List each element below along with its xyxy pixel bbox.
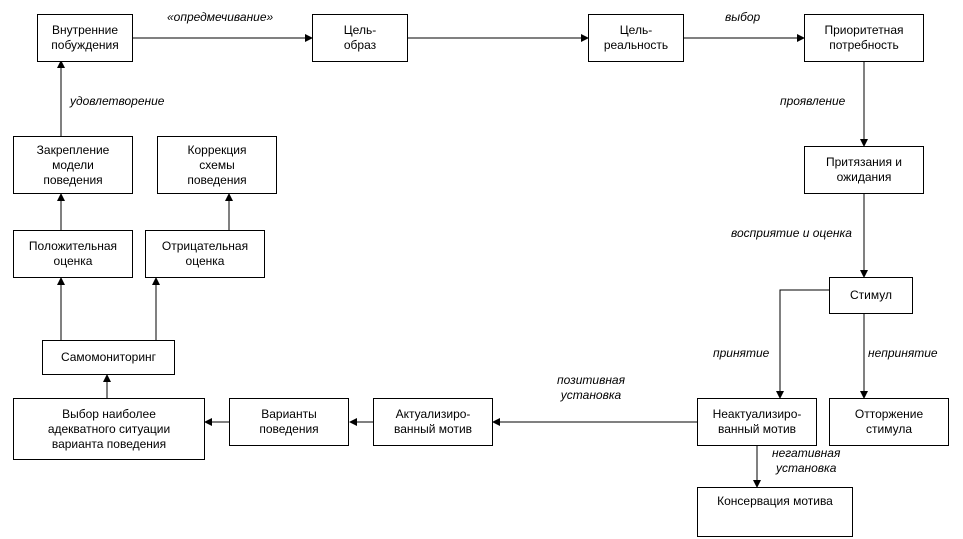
label-proyavlenie: проявление [780, 94, 845, 109]
label-neprinyatie-line: непринятие [868, 346, 938, 360]
box-zakreplenie-modeli-povedeniya-line: модели [52, 157, 94, 172]
box-samomonitoring-line: Самомониторинг [60, 350, 157, 364]
box-aktualizirovanny-motiv-line: Актуализиро- [395, 407, 471, 421]
box-tsel-realnost-line: реальность [603, 38, 669, 52]
box-tsel-realnost-line: Цель- [619, 23, 653, 37]
box-zakreplenie-modeli-povedeniya-line: поведения [43, 172, 103, 187]
box-vybor-naibolee-adekvatnogo-line: Выбор наиболее [62, 406, 156, 421]
box-neaktualizirovanny-motiv-line: Неактуализиро- [712, 407, 802, 421]
label-opredmechivanie: «опредмечивание» [167, 10, 273, 25]
box-prityazaniya-i-ozhidaniya-line: ожидания [836, 170, 892, 184]
box-tsel-obraz-line: образ [343, 38, 377, 52]
box-polozhitelnaya-otsenka-line: Положительная [28, 239, 118, 253]
box-konservatsiya-motiva: Консервация мотива [697, 487, 853, 537]
box-prityazaniya-i-ozhidaniya-line: Притязания и [825, 155, 903, 169]
box-konservatsiya-motiva-line: Консервация мотива [717, 494, 833, 508]
label-negativnaya-ustanovka-line: установка [775, 461, 837, 475]
box-vnutrennie-pobuzhdeniya-line: Внутренние [51, 23, 119, 37]
box-vybor-naibolee-adekvatnogo-line: адекватного ситуации [47, 421, 171, 436]
box-aktualizirovanny-motiv-line: ванный мотив [393, 422, 473, 436]
box-prioritetnaya-potrebnost-line: потребность [829, 38, 899, 52]
label-vospriyatie-i-otsenka-line: восприятие и оценка [731, 226, 852, 240]
label-vospriyatie-i-otsenka: восприятие и оценка [731, 226, 852, 241]
box-korrektsiya-skhemy-povedeniya-line: схемы [199, 157, 235, 172]
box-prioritetnaya-potrebnost-line: Приоритетная [824, 23, 904, 37]
label-vybor-line: выбор [725, 10, 761, 24]
label-opredmechivanie-line: «опредмечивание» [167, 10, 274, 24]
box-varianty-povedeniya-line: Варианты [261, 407, 317, 421]
box-zakreplenie-modeli-povedeniya-line: Закрепление [36, 142, 110, 157]
box-vnutrennie-pobuzhdeniya-line: побуждения [51, 38, 119, 52]
box-korrektsiya-skhemy-povedeniya-line: поведения [187, 172, 247, 187]
label-pozitivnaya-ustanovka-line: установка [560, 388, 622, 402]
box-stimul-line: Стимул [850, 288, 892, 302]
arrow-stimul-to-neaktual [776, 289, 829, 399]
box-ottorzhenie-stimula-line: Отторжение [854, 407, 924, 421]
label-prinyatie-line: принятие [713, 346, 770, 360]
label-proyavlenie-line: проявление [780, 94, 846, 108]
label-negativnaya-ustanovka-line: негативная [772, 446, 841, 460]
box-polozhitelnaya-otsenka-line: оценка [53, 254, 93, 268]
box-vybor-naibolee-adekvatnogo-line: варианта поведения [51, 436, 167, 451]
box-tsel-obraz: Цель-образ [312, 14, 408, 62]
box-aktualizirovanny-motiv: Актуализиро-ванный мотив [373, 398, 493, 446]
box-tsel-realnost: Цель-реальность [588, 14, 684, 62]
label-neprinyatie: непринятие [868, 346, 938, 361]
label-udovletvorenie-line: удовлетворение [70, 94, 165, 108]
box-varianty-povedeniya-line: поведения [259, 422, 319, 436]
box-stimul: Стимул [829, 277, 913, 314]
box-ottorzhenie-stimula-line: стимула [866, 422, 912, 436]
box-korrektsiya-skhemy-povedeniya-line: Коррекция [187, 142, 247, 157]
box-otritsatelnaya-otsenka-line: Отрицательная [161, 239, 249, 253]
label-udovletvorenie: удовлетворение [70, 94, 164, 109]
label-pozitivnaya-ustanovka-line: позитивная [557, 373, 626, 387]
label-prinyatie: принятие [713, 346, 769, 361]
box-samomonitoring: Самомониторинг [42, 340, 175, 375]
box-otritsatelnaya-otsenka-line: оценка [185, 254, 225, 268]
label-vybor: выбор [725, 10, 760, 25]
box-neaktualizirovanny-motiv-line: ванный мотив [717, 422, 797, 436]
box-tsel-obraz-line: Цель- [343, 23, 377, 37]
box-neaktualizirovanny-motiv: Неактуализиро-ванный мотив [697, 398, 817, 446]
